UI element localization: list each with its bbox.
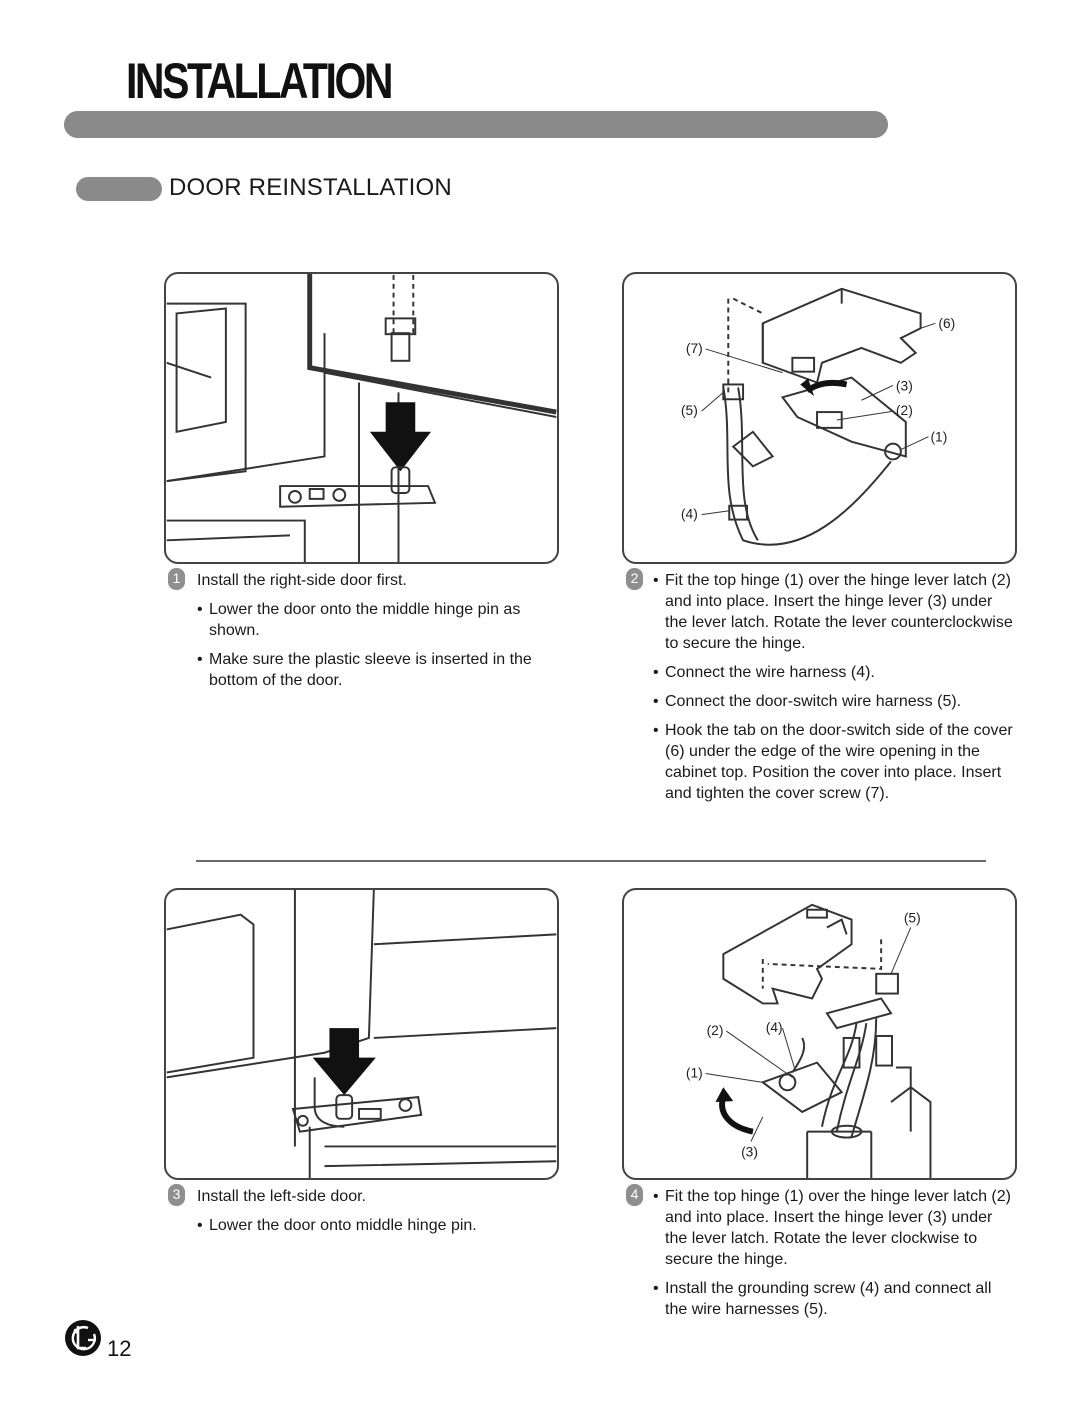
step-1-bullet: Make sure the plastic sleeve is inserted… [197, 649, 557, 691]
title-bar-decoration [64, 111, 888, 138]
callout-1: (1) [930, 430, 947, 445]
section-divider [196, 860, 986, 862]
section-title: DOOR REINSTALLATION [169, 174, 452, 201]
hinge-cover-illustration: (6) (7) (3) (5) (2) (1) (4) [681, 287, 955, 546]
step-4-bullet: Fit the top hinge (1) over the hinge lev… [653, 1186, 1013, 1270]
figure-top-hinge-cover: (6) (7) (3) (5) (2) (1) (4) [622, 272, 1017, 564]
step-2-bullet: Connect the wire harness (4). [653, 662, 1013, 683]
callout-2: (2) [707, 1023, 724, 1038]
left-door-illustration [166, 890, 557, 1178]
callout-1: (1) [686, 1065, 703, 1080]
callout-3: (3) [741, 1144, 758, 1159]
lg-logo-icon: LG [64, 1318, 101, 1356]
callout-6: (6) [938, 316, 955, 331]
callout-3: (3) [896, 378, 913, 393]
callout-4: (4) [681, 507, 698, 522]
step-1-heading: Install the right-side door first. [197, 572, 407, 589]
step-1-bullet: Lower the door onto the middle hinge pin… [197, 599, 557, 641]
callout-4: (4) [766, 1020, 783, 1035]
section-pill-decoration [76, 177, 162, 201]
figure-left-door-hinge [164, 888, 559, 1180]
step-3-bullet: Lower the door onto middle hinge pin. [197, 1215, 557, 1236]
hinge-harness-illustration: (5) (2) (4) (1) (3) [686, 903, 932, 1178]
step-4-bullet: Install the grounding screw (4) and conn… [653, 1278, 1013, 1320]
page-number: 12 [107, 1336, 132, 1361]
right-door-illustration [166, 274, 557, 562]
lg-logo-text: LG [64, 1318, 66, 1319]
step-number-2: 2 [626, 568, 643, 590]
step-3-heading: Install the left-side door. [197, 1188, 366, 1205]
step-number-1: 1 [168, 568, 185, 590]
step-number-3: 3 [168, 1184, 185, 1206]
step-1: Install the right-side door first. Lower… [197, 570, 557, 691]
step-2-bullet: Fit the top hinge (1) over the hinge lev… [653, 570, 1013, 654]
callout-7: (7) [686, 341, 703, 356]
step-2: Fit the top hinge (1) over the hinge lev… [653, 570, 1013, 804]
step-3: Install the left-side door. Lower the do… [197, 1186, 557, 1236]
figure-right-door-hinge [164, 272, 559, 564]
step-number-4: 4 [626, 1184, 643, 1206]
step-2-bullet: Hook the tab on the door-switch side of … [653, 720, 1013, 804]
figure-top-hinge-harness: (5) (2) (4) (1) (3) [622, 888, 1017, 1180]
page-title: INSTALLATION [126, 53, 394, 109]
step-4: Fit the top hinge (1) over the hinge lev… [653, 1186, 1013, 1320]
step-2-bullet: Connect the door-switch wire harness (5)… [653, 691, 1013, 712]
callout-5: (5) [681, 403, 698, 418]
callout-5: (5) [904, 911, 921, 926]
callout-2: (2) [896, 403, 913, 418]
